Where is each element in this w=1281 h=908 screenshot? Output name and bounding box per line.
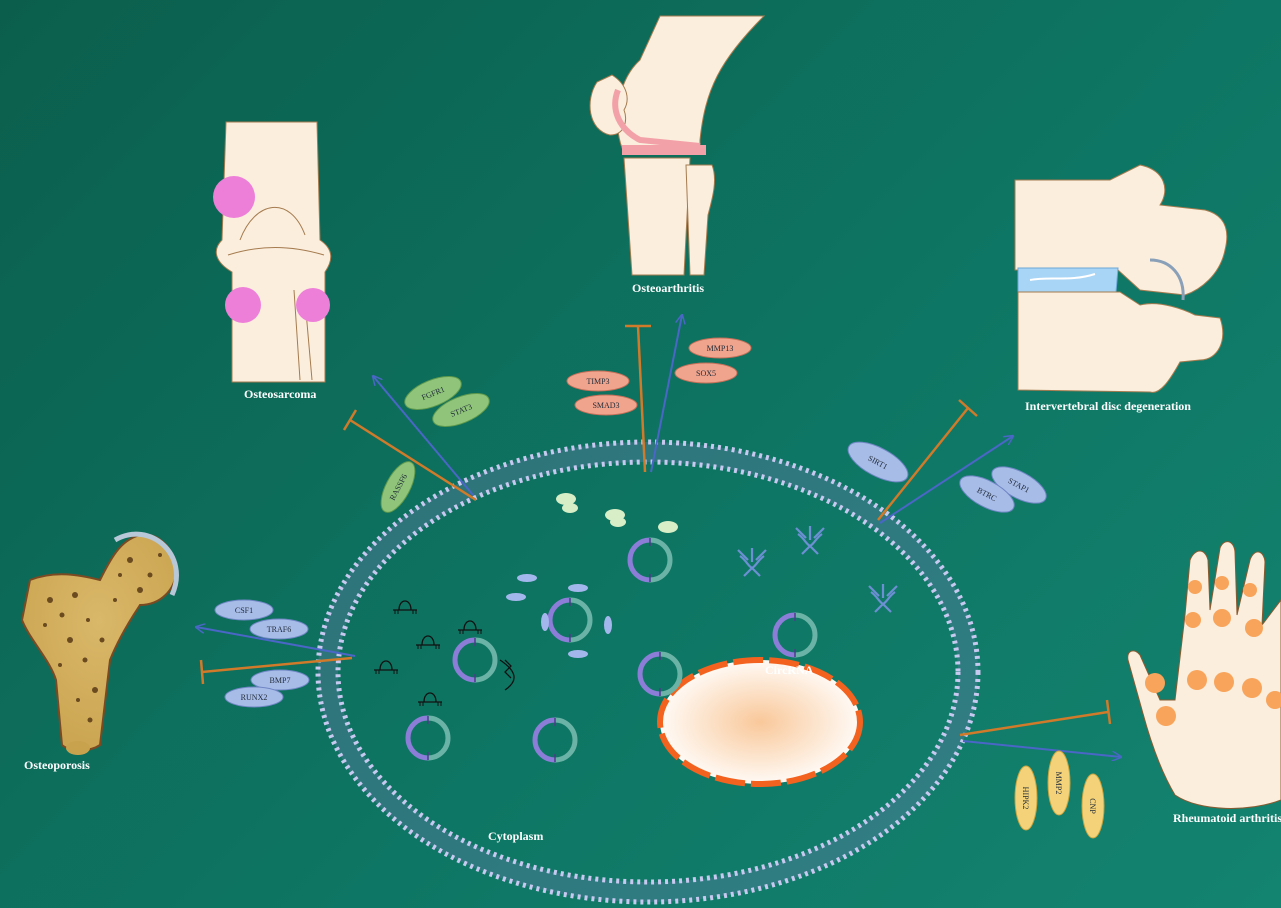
rbp-proteins bbox=[506, 574, 612, 658]
gene-traf6: TRAF6 bbox=[267, 625, 291, 634]
osteosarcoma-label: Osteosarcoma bbox=[244, 387, 316, 401]
circrna-ring bbox=[630, 538, 670, 582]
cell-membrane bbox=[328, 452, 968, 892]
mirna-hairpin bbox=[374, 661, 398, 674]
tumor-mass bbox=[225, 287, 261, 323]
ivdd-label: Intervertebral disc degeneration bbox=[1025, 399, 1191, 413]
gene-bmp7: BMP7 bbox=[270, 676, 291, 685]
rheumatoid-hand-illustration bbox=[1128, 542, 1281, 809]
mirna-hairpin bbox=[418, 693, 442, 706]
circrna-label: CircRNA bbox=[765, 663, 814, 677]
gene-timp3: TIMP3 bbox=[586, 377, 609, 386]
osteoporosis-label: Osteoporosis bbox=[24, 758, 90, 772]
tumor-mass bbox=[296, 288, 330, 322]
circrna-ring bbox=[455, 638, 495, 682]
ivdd-spine-illustration bbox=[1015, 165, 1227, 392]
trna-icon bbox=[796, 526, 824, 554]
circrna-ring bbox=[535, 718, 575, 762]
mirna-hairpin bbox=[393, 601, 417, 614]
mirna-hairpin bbox=[458, 621, 482, 634]
cytoplasm-label: Cytoplasm bbox=[488, 829, 543, 843]
gene-cnp: CNP bbox=[1088, 798, 1097, 814]
nucleus bbox=[660, 660, 860, 784]
trna-icon bbox=[738, 548, 766, 576]
circrna-ring bbox=[550, 598, 590, 642]
circrna-ring bbox=[640, 652, 680, 696]
gene-hipk2: HIPK2 bbox=[1021, 787, 1030, 810]
small-vesicles bbox=[556, 493, 678, 533]
gene-mmp2: MMP2 bbox=[1054, 772, 1063, 795]
trna-icon bbox=[869, 584, 897, 612]
mirna-hairpin bbox=[416, 636, 440, 649]
gene-mmp13: MMP13 bbox=[707, 344, 734, 353]
osteoarthritis-label: Osteoarthritis bbox=[632, 281, 704, 295]
circrna-ring bbox=[408, 716, 448, 760]
osteoarthritis-knee-illustration bbox=[590, 16, 764, 275]
gene-sox5: SOX5 bbox=[696, 369, 716, 378]
osteosarcoma-knee-illustration bbox=[213, 122, 331, 382]
circrna-ring bbox=[775, 613, 815, 657]
osteoporosis-femur-illustration bbox=[22, 534, 176, 755]
tumor-mass bbox=[213, 176, 255, 218]
cell: Cytoplasm CircRNA bbox=[318, 442, 978, 902]
gene-runx2: RUNX2 bbox=[241, 693, 268, 702]
gene-smad3: SMAD3 bbox=[592, 401, 619, 410]
rheumatoid-label: Rheumatoid arthritis bbox=[1173, 811, 1281, 825]
gene-csf1: CSF1 bbox=[235, 606, 253, 615]
